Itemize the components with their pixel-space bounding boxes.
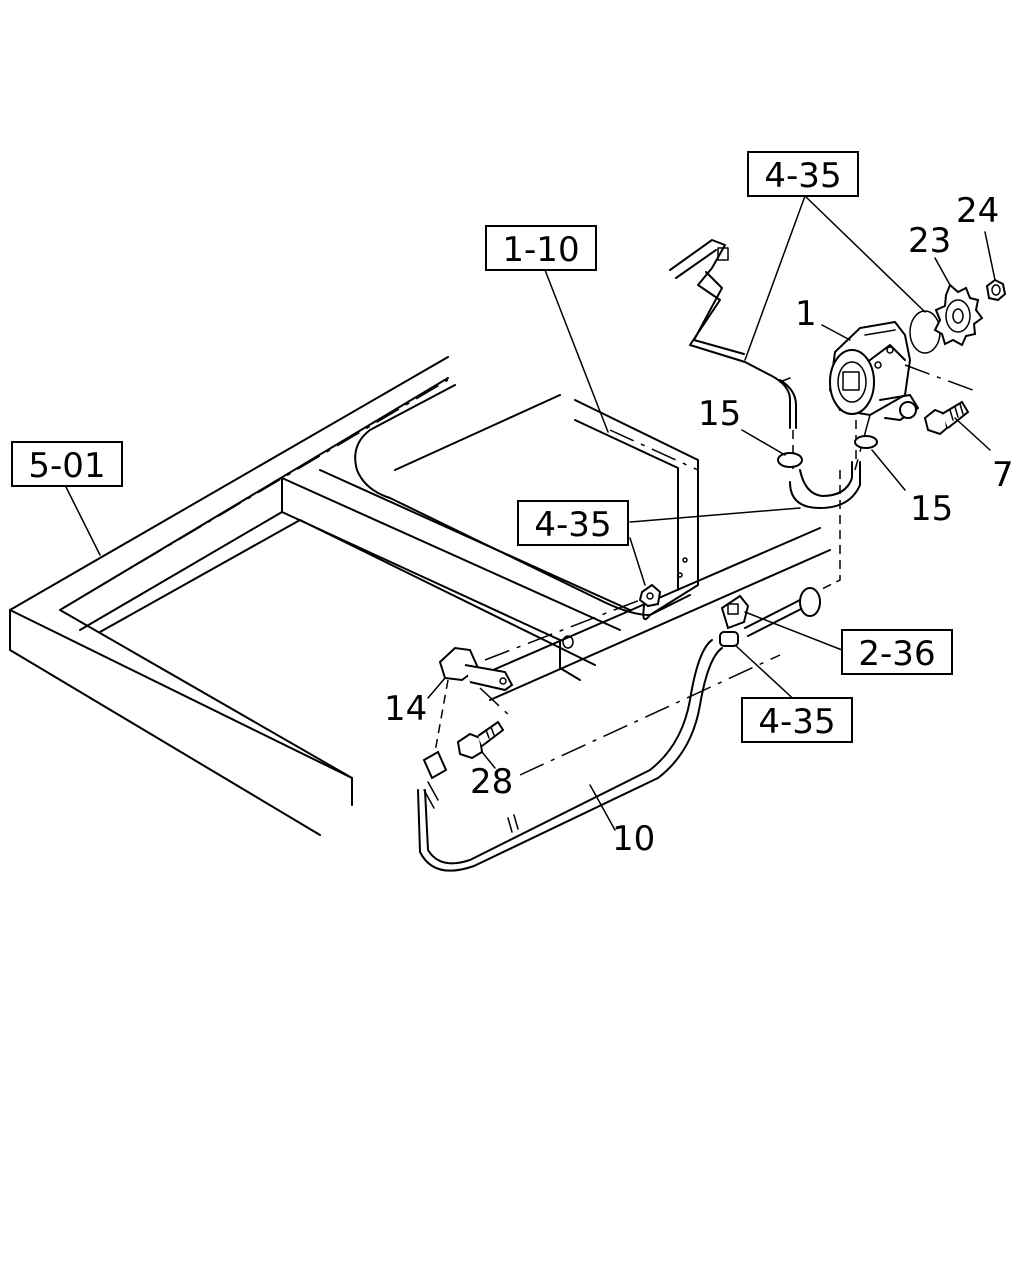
sensor-bracket (434, 646, 514, 753)
bolt-28 (456, 720, 505, 760)
part-number-15-upper: 15 (698, 394, 741, 434)
reference-label-4-35-mid: 4-35 (517, 500, 629, 546)
leader-lines (64, 195, 996, 831)
pump-unit (828, 320, 979, 471)
bracket-plate (574, 399, 699, 620)
nut (985, 278, 1007, 302)
reference-text: 2-36 (858, 634, 935, 674)
control-cable (417, 587, 821, 872)
bolt-7 (923, 400, 970, 436)
part-number-1: 1 (795, 294, 817, 334)
part-number-10: 10 (612, 819, 655, 859)
hose-lines (669, 239, 878, 591)
reference-label-4-35-top: 4-35 (747, 151, 859, 197)
frame-assembly (9, 356, 831, 836)
reference-label-1-10: 1-10 (485, 225, 597, 271)
clip-nut (638, 583, 662, 608)
reference-text: 4-35 (758, 702, 835, 742)
part-number-14: 14 (384, 689, 427, 729)
sprocket (933, 283, 984, 347)
o-ring (909, 310, 941, 354)
part-number-28: 28 (470, 762, 513, 802)
part-number-15-lower: 15 (910, 489, 953, 529)
reference-label-5-01: 5-01 (11, 441, 123, 487)
reference-text: 4-35 (764, 156, 841, 196)
reference-text: 5-01 (28, 446, 105, 486)
part-number-24: 24 (956, 191, 999, 231)
reference-label-4-35-bottom: 4-35 (741, 697, 853, 743)
reference-text: 1-10 (502, 230, 579, 270)
reference-text: 4-35 (534, 505, 611, 545)
reference-label-2-36: 2-36 (841, 629, 953, 675)
part-number-23: 23 (908, 221, 951, 261)
part-number-7: 7 (992, 455, 1014, 495)
